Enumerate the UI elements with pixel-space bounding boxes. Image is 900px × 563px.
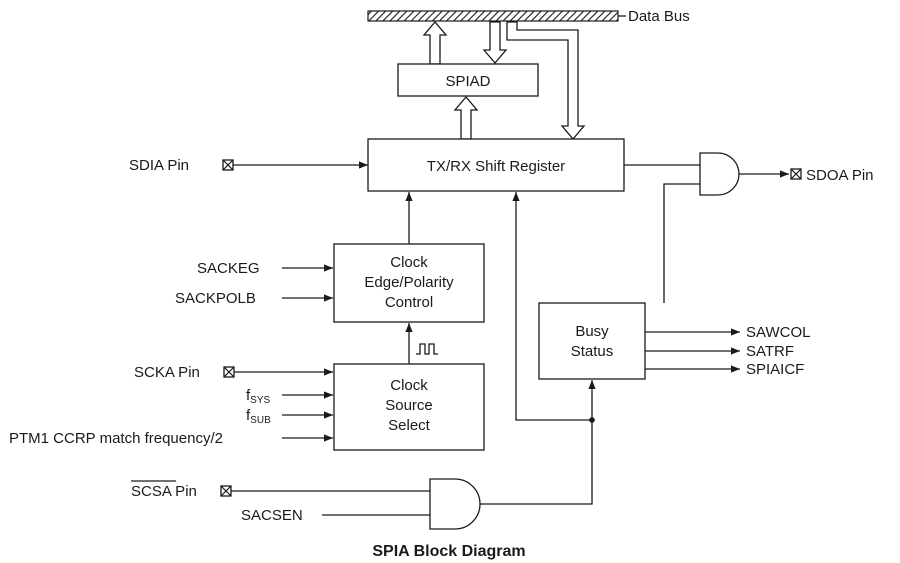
scsa-pin-icon xyxy=(220,485,232,497)
clock-source-line1: Clock xyxy=(390,377,428,394)
clock-source-line2: Source xyxy=(385,397,433,414)
scka-pin-label: SCKA Pin xyxy=(134,364,200,381)
spiad-label: SPIAD xyxy=(445,73,490,90)
clock-source-line3: Select xyxy=(388,417,431,434)
scka-pin-icon xyxy=(223,366,235,378)
sdia-pin-icon xyxy=(222,159,234,171)
satrf-label: SATRF xyxy=(746,343,794,360)
spiad-to-bus-arrow xyxy=(422,20,448,65)
sackpolb-label: SACKPOLB xyxy=(175,290,256,307)
scsa-pin-label: SCSA Pin xyxy=(131,483,197,500)
clock-edge-line1: Clock xyxy=(390,254,428,271)
chip-select-output-wire xyxy=(480,420,593,505)
busy-status xyxy=(538,302,646,380)
sawcol-label: SAWCOL xyxy=(746,324,810,341)
clock-edge-line3: Control xyxy=(385,294,433,311)
bus-to-shift-register-arrow xyxy=(506,21,586,141)
busy-status-line1: Busy xyxy=(575,323,609,340)
busy-to-and-wire xyxy=(663,183,700,303)
shift-to-spiad-arrow xyxy=(453,95,479,140)
fsub-label: fSUB xyxy=(246,407,271,426)
data-bus xyxy=(367,10,619,22)
output-and-gate xyxy=(699,152,740,196)
sdia-pin-label: SDIA Pin xyxy=(129,157,189,174)
sdoa-pin-icon xyxy=(790,168,802,180)
shift-register-label: TX/RX Shift Register xyxy=(427,158,565,175)
fsys-label: fSYS xyxy=(246,387,271,406)
spiaicf-label: SPIAICF xyxy=(746,361,804,378)
clock-waveform-icon xyxy=(416,343,438,355)
diagram-caption: SPIA Block Diagram xyxy=(372,543,525,560)
sdoa-pin-label: SDOA Pin xyxy=(806,167,874,184)
chip-select-and-gate xyxy=(429,478,481,530)
enable-to-shift-wire xyxy=(512,192,592,421)
spiad-register xyxy=(397,63,539,97)
clock-source-select xyxy=(333,363,485,451)
sackeg-label: SACKEG xyxy=(197,260,260,277)
busy-status-line2: Status xyxy=(571,343,614,360)
bus-to-spiad-arrow xyxy=(482,21,508,65)
ptm1-label: PTM1 CCRP match frequency/2 xyxy=(9,430,223,447)
clock-edge-line2: Edge/Polarity xyxy=(364,274,454,291)
sacsen-label: SACSEN xyxy=(241,507,303,524)
data-bus-label: Data Bus xyxy=(628,8,690,25)
